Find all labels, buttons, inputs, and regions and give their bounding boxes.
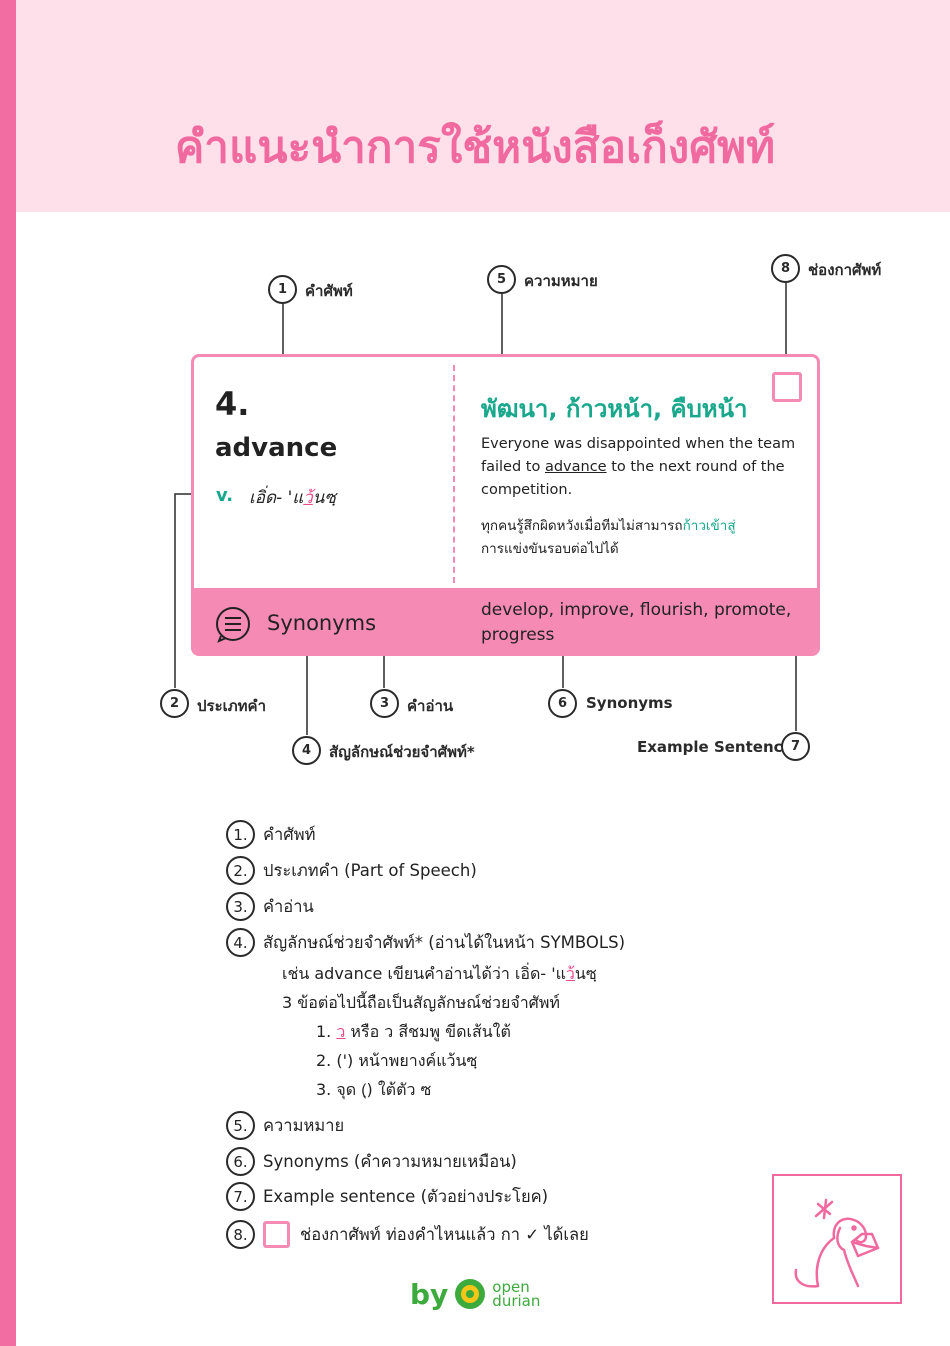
chat-bubble-icon bbox=[216, 607, 250, 643]
page-title: คำแนะนำการใช้หนังสือเก็งศัพท์ bbox=[174, 122, 776, 173]
legend-item-2: 2.ประเภทคำ (Part of Speech) bbox=[226, 856, 477, 885]
legend-4-rule-3: 3. จุด (ฺ) ใต้ตัว ซ bbox=[316, 1080, 432, 1099]
legend-4-note: 3 ข้อต่อไปนี้ถือเป็นสัญลักษณ์ช่วยจำศัพท์ bbox=[282, 993, 560, 1012]
side-accent-strip bbox=[0, 0, 16, 1346]
synonyms-list: develop, improve, flourish, promote, pro… bbox=[481, 600, 792, 645]
callout-2-badge: 2 bbox=[160, 689, 189, 718]
word-number: 4. bbox=[215, 385, 250, 423]
example-sentence-th: ทุกคนรู้สึกผิดหวังเมื่อทีมไม่สามารถก้าวเ… bbox=[481, 518, 736, 557]
durian-icon bbox=[455, 1279, 486, 1309]
legend-4-rule-1: 1. ว หรือ ว สีชมพู ขีดเส้นใต้ bbox=[316, 1022, 511, 1041]
pronunciation-mark: ว bbox=[303, 488, 313, 508]
legend-item-5: 5.ความหมาย bbox=[226, 1111, 344, 1140]
legend-item-1: 1.คำศัพท์ bbox=[226, 820, 316, 849]
part-of-speech: v. bbox=[216, 485, 234, 506]
callout-1-label: คำศัพท์ bbox=[305, 282, 353, 300]
callout-1-badge: 1 bbox=[268, 275, 297, 304]
dog-icon bbox=[794, 1198, 880, 1288]
header-band bbox=[16, 0, 950, 212]
callout-6-badge: 6 bbox=[548, 689, 577, 718]
callout-3-label: คำอ่าน bbox=[407, 697, 454, 715]
meaning: พัฒนา, ก้าวหน้า, คืบหน้า bbox=[481, 395, 748, 423]
callout-3-badge: 3 bbox=[370, 689, 399, 718]
synonyms-label: Synonyms bbox=[267, 611, 377, 635]
callout-4-badge: 4 bbox=[292, 736, 321, 765]
callout-6-label: Synonyms bbox=[586, 694, 673, 712]
callout-7-label: Example Sentence bbox=[637, 738, 793, 756]
callout-5-label: ความหมาย bbox=[524, 272, 598, 290]
callout-5-badge: 5 bbox=[487, 265, 516, 294]
callout-4-label: สัญลักษณ์ช่วยจำศัพท์* bbox=[329, 743, 475, 761]
legend-4-rule-2: 2. (') หน้าพยางค์แว้นซฺ bbox=[316, 1051, 478, 1070]
legend-item-6: 6.Synonyms (คำความหมายเหมือน) bbox=[226, 1147, 517, 1176]
vocab-checkbox[interactable] bbox=[772, 372, 802, 402]
pronunciation: เอิ่ด- 'แว้นซฺ bbox=[249, 488, 336, 508]
legend-item-8: 8.ช่องกาศัพท์ ท่องคำไหนแล้ว กา ✓ ได้เลย bbox=[226, 1220, 589, 1249]
checkbox-icon bbox=[263, 1221, 290, 1248]
legend-item-7: 7.Example sentence (ตัวอย่างประโยค) bbox=[226, 1182, 548, 1211]
callout-8-badge: 8 bbox=[771, 254, 800, 283]
vocab-card: 4. advance v. เอิ่ด- 'แว้นซฺ พัฒนา, ก้าว… bbox=[191, 354, 820, 656]
example-sentence-en: Everyone was disappointed when the team … bbox=[481, 436, 796, 498]
synonyms-band: Synonyms develop, improve, flourish, pro… bbox=[194, 588, 817, 653]
legend-item-4: 4.สัญลักษณ์ช่วยจำศัพท์* (อ่านได้ในหน้า S… bbox=[226, 928, 625, 957]
vocab-word: advance bbox=[215, 433, 338, 463]
callout-8-label: ช่องกาศัพท์ bbox=[808, 261, 882, 279]
card-divider bbox=[453, 365, 455, 583]
legend-4-example: เช่น advance เขียนคำอ่านได้ว่า เอิ่ด- 'แ… bbox=[282, 964, 597, 983]
dog-mail-illustration bbox=[772, 1174, 902, 1304]
legend-item-3: 3.คำอ่าน bbox=[226, 892, 314, 921]
callout-2-label: ประเภทคำ bbox=[197, 697, 266, 715]
callout-7-badge: 7 bbox=[781, 732, 810, 761]
